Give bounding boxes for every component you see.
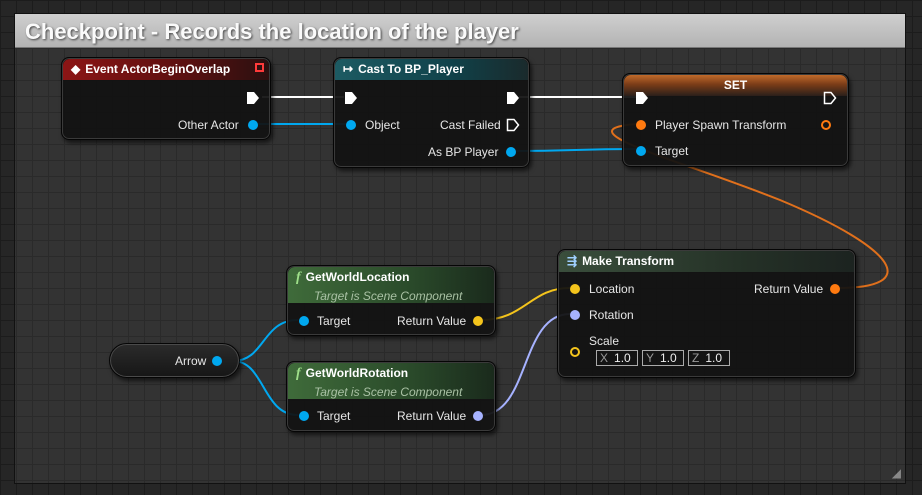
cast-node-header[interactable]: ↦ Cast To BP_Player [335, 59, 528, 80]
make-transform-return-label: Return Value [754, 282, 824, 296]
object-pin[interactable] [346, 120, 356, 130]
cast-node-title: Cast To BP_Player [358, 62, 464, 76]
rotation-pin[interactable] [570, 310, 580, 320]
make-transform-node[interactable]: ⇶ Make Transform Location Return Value Ro… [557, 249, 856, 378]
exec-out-pin-icon[interactable] [246, 91, 260, 105]
set-target-label: Target [655, 144, 689, 158]
set-exec-out-pin-icon[interactable] [823, 91, 837, 105]
set-exec-in-pin-icon[interactable] [635, 91, 649, 105]
scale-label: Scale [589, 334, 620, 348]
event-node-header[interactable]: ◆ Event ActorBeginOverlap [63, 59, 269, 80]
get-rotation-title: GetWorldRotation [305, 366, 409, 380]
function-icon: f [296, 270, 301, 285]
event-diamond-icon: ◆ [71, 62, 81, 76]
cast-exec-out-pin-icon[interactable] [506, 91, 520, 105]
get-rotation-target-pin[interactable] [299, 411, 309, 421]
make-transform-title: Make Transform [582, 254, 675, 268]
arrow-variable-node[interactable]: Arrow [109, 343, 240, 378]
wire-as-bp-player-target [513, 148, 637, 152]
player-spawn-transform-out-pin[interactable] [821, 120, 831, 130]
arrow-out-pin[interactable] [212, 356, 222, 366]
get-location-subtitle: Target is Scene Component [314, 289, 463, 303]
object-label: Object [365, 118, 400, 132]
get-rotation-return-pin[interactable] [473, 411, 483, 421]
get-rotation-header[interactable]: f GetWorldRotation Target is Scene Compon… [288, 363, 494, 399]
other-actor-pin[interactable] [248, 120, 258, 130]
as-bp-player-label: As BP Player [428, 145, 499, 159]
get-rotation-target-label: Target [317, 409, 351, 423]
scale-pin[interactable] [570, 347, 580, 357]
set-node-title: SET [723, 78, 748, 92]
comment-header[interactable]: Checkpoint - Records the location of the… [15, 14, 905, 48]
player-spawn-transform-label: Player Spawn Transform [655, 118, 787, 132]
event-node-title: Event ActorBeginOverlap [85, 62, 231, 76]
set-target-pin[interactable] [636, 146, 646, 156]
cast-failed-label: Cast Failed [440, 118, 501, 132]
other-actor-label: Other Actor [178, 118, 239, 132]
rotation-label: Rotation [589, 308, 634, 322]
arrow-label: Arrow [175, 354, 207, 368]
get-world-location-node[interactable]: f GetWorldLocation Target is Scene Compon… [286, 265, 496, 336]
comment-title: Checkpoint - Records the location of the… [25, 19, 519, 44]
get-rotation-subtitle: Target is Scene Component [314, 385, 463, 399]
location-pin[interactable] [570, 284, 580, 294]
make-transform-return-pin[interactable] [830, 284, 840, 294]
make-transform-header[interactable]: ⇶ Make Transform [559, 251, 854, 272]
set-node[interactable]: SET Player Spawn Transform Target [622, 73, 849, 167]
player-spawn-transform-in-pin[interactable] [636, 120, 646, 130]
get-rotation-return-label: Return Value [397, 409, 467, 423]
get-location-return-pin[interactable] [473, 316, 483, 326]
as-bp-player-pin[interactable] [506, 147, 516, 157]
get-location-header[interactable]: f GetWorldLocation Target is Scene Compon… [288, 267, 494, 303]
wire-transform-return [611, 123, 889, 289]
cast-exec-in-pin-icon[interactable] [344, 91, 358, 105]
get-world-rotation-node[interactable]: f GetWorldRotation Target is Scene Compon… [286, 361, 496, 432]
get-location-return-label: Return Value [397, 314, 467, 328]
function-icon: f [296, 366, 301, 381]
get-location-target-pin[interactable] [299, 316, 309, 326]
get-location-title: GetWorldLocation [305, 270, 410, 284]
set-node-header[interactable]: SET [624, 75, 847, 96]
resize-grip-icon[interactable]: ◢ [891, 466, 901, 480]
cast-to-bp-player-node[interactable]: ↦ Cast To BP_Player Object Cast Failed As… [333, 57, 530, 168]
event-actor-begin-overlap-node[interactable]: ◆ Event ActorBeginOverlap Other Actor [61, 57, 271, 140]
location-label: Location [589, 282, 635, 296]
event-delegate-icon[interactable] [255, 63, 264, 72]
cast-failed-pin-icon[interactable] [506, 118, 520, 132]
struct-icon: ⇶ [567, 254, 578, 268]
cast-arrow-icon: ↦ [343, 62, 354, 76]
get-location-target-label: Target [317, 314, 351, 328]
wire-rotation-return [480, 313, 571, 416]
